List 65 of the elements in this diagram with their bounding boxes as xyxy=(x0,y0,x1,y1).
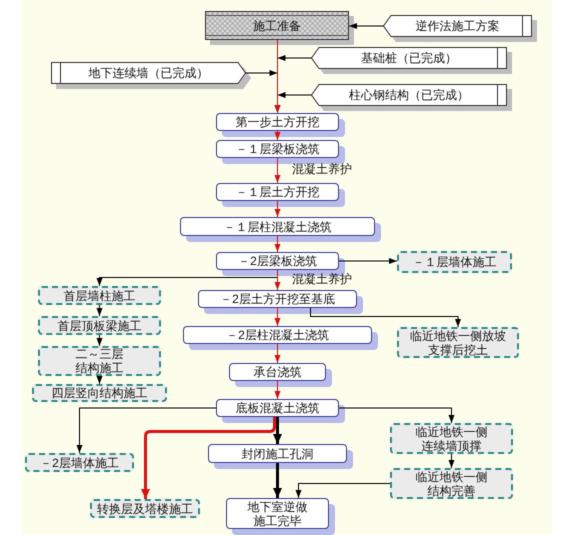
step-label: 逆作法施工方案 xyxy=(416,19,500,33)
step-label: －１层土方开挖 xyxy=(236,185,320,199)
step-label: －2层梁板浇筑 xyxy=(238,254,317,268)
step-label: 承台浇筑 xyxy=(254,365,302,379)
flow-arrow xyxy=(448,454,454,468)
step-label: 第一步土方开挖 xyxy=(236,115,320,129)
flow-arrow xyxy=(348,23,384,29)
step-label: 施工准备 xyxy=(253,18,301,32)
step-label: 二～三层结构施工 xyxy=(74,347,124,375)
task-box xyxy=(38,346,161,376)
step-label: 四层竖向结构施工 xyxy=(52,386,148,400)
step-label: 封闭施工孔洞 xyxy=(242,446,314,460)
step-label: 临近地铁一侧结构完善 xyxy=(414,470,488,498)
step-label: 柱心钢结构（已完成） xyxy=(349,88,469,102)
step-label: －2层土方开挖至基底 xyxy=(220,292,335,306)
flow-arrow xyxy=(76,408,216,454)
flow-arrow xyxy=(296,483,390,498)
step-label: 转换层及塔楼施工 xyxy=(97,502,193,516)
flow-arrow xyxy=(273,463,282,498)
flow-arrow xyxy=(274,40,280,114)
flow-arrow xyxy=(274,344,280,364)
step-label: －１层梁板浇筑 xyxy=(236,142,320,156)
task-box xyxy=(390,468,513,499)
task-box xyxy=(397,327,519,358)
flow-arrow xyxy=(141,417,276,499)
flow-arrow xyxy=(274,308,280,326)
task-box xyxy=(25,453,134,472)
flow-arrow xyxy=(310,308,461,328)
step-label: 首层墙柱施工 xyxy=(64,288,136,302)
flow-arrow xyxy=(338,408,454,424)
input-banner xyxy=(51,62,246,84)
step-label: －2层柱混凝土浇筑 xyxy=(226,328,329,342)
input-banner xyxy=(311,84,507,106)
flow-arrow xyxy=(96,334,102,346)
flow-arrow xyxy=(274,158,280,184)
flow-arrow xyxy=(274,380,280,400)
step-label: 底板混凝土浇筑 xyxy=(236,401,320,415)
flow-arrow xyxy=(274,130,280,140)
edge-label: 混凝土养护 xyxy=(292,162,352,176)
step-label: －１层柱混凝土浇筑 xyxy=(224,220,332,234)
task-box xyxy=(390,423,513,454)
input-banner xyxy=(383,15,532,37)
step-label: 临近地铁一侧连续墙顶撑 xyxy=(414,424,488,452)
flow-arrow xyxy=(274,270,280,290)
step-label: 地下连续墙（已完成） xyxy=(88,66,208,80)
step-label: 首层顶板梁施工 xyxy=(58,318,142,332)
task-box xyxy=(38,316,161,335)
flow-arrow xyxy=(274,200,280,218)
task-box xyxy=(90,499,200,518)
step-label: 地下室逆做施工完毕 xyxy=(246,500,308,528)
step-label: 基础桩（已完成） xyxy=(361,51,457,65)
step-label: －2层墙体施工 xyxy=(40,456,119,470)
task-box xyxy=(38,286,161,305)
flow-arrow xyxy=(96,277,278,286)
input-banner xyxy=(311,47,507,69)
flow-arrow xyxy=(274,236,280,252)
task-box xyxy=(32,384,167,402)
flow-arrow xyxy=(338,258,398,264)
step-label: 临近地铁一侧放坡支撑后挖土 xyxy=(409,328,507,356)
flow-arrow xyxy=(96,376,102,384)
edge-label: 混凝土养护 xyxy=(292,272,352,286)
flow-arrow xyxy=(96,304,102,316)
flow-arrow xyxy=(273,417,282,444)
task-box xyxy=(397,251,512,273)
step-label: －１层墙体施工 xyxy=(412,255,496,269)
